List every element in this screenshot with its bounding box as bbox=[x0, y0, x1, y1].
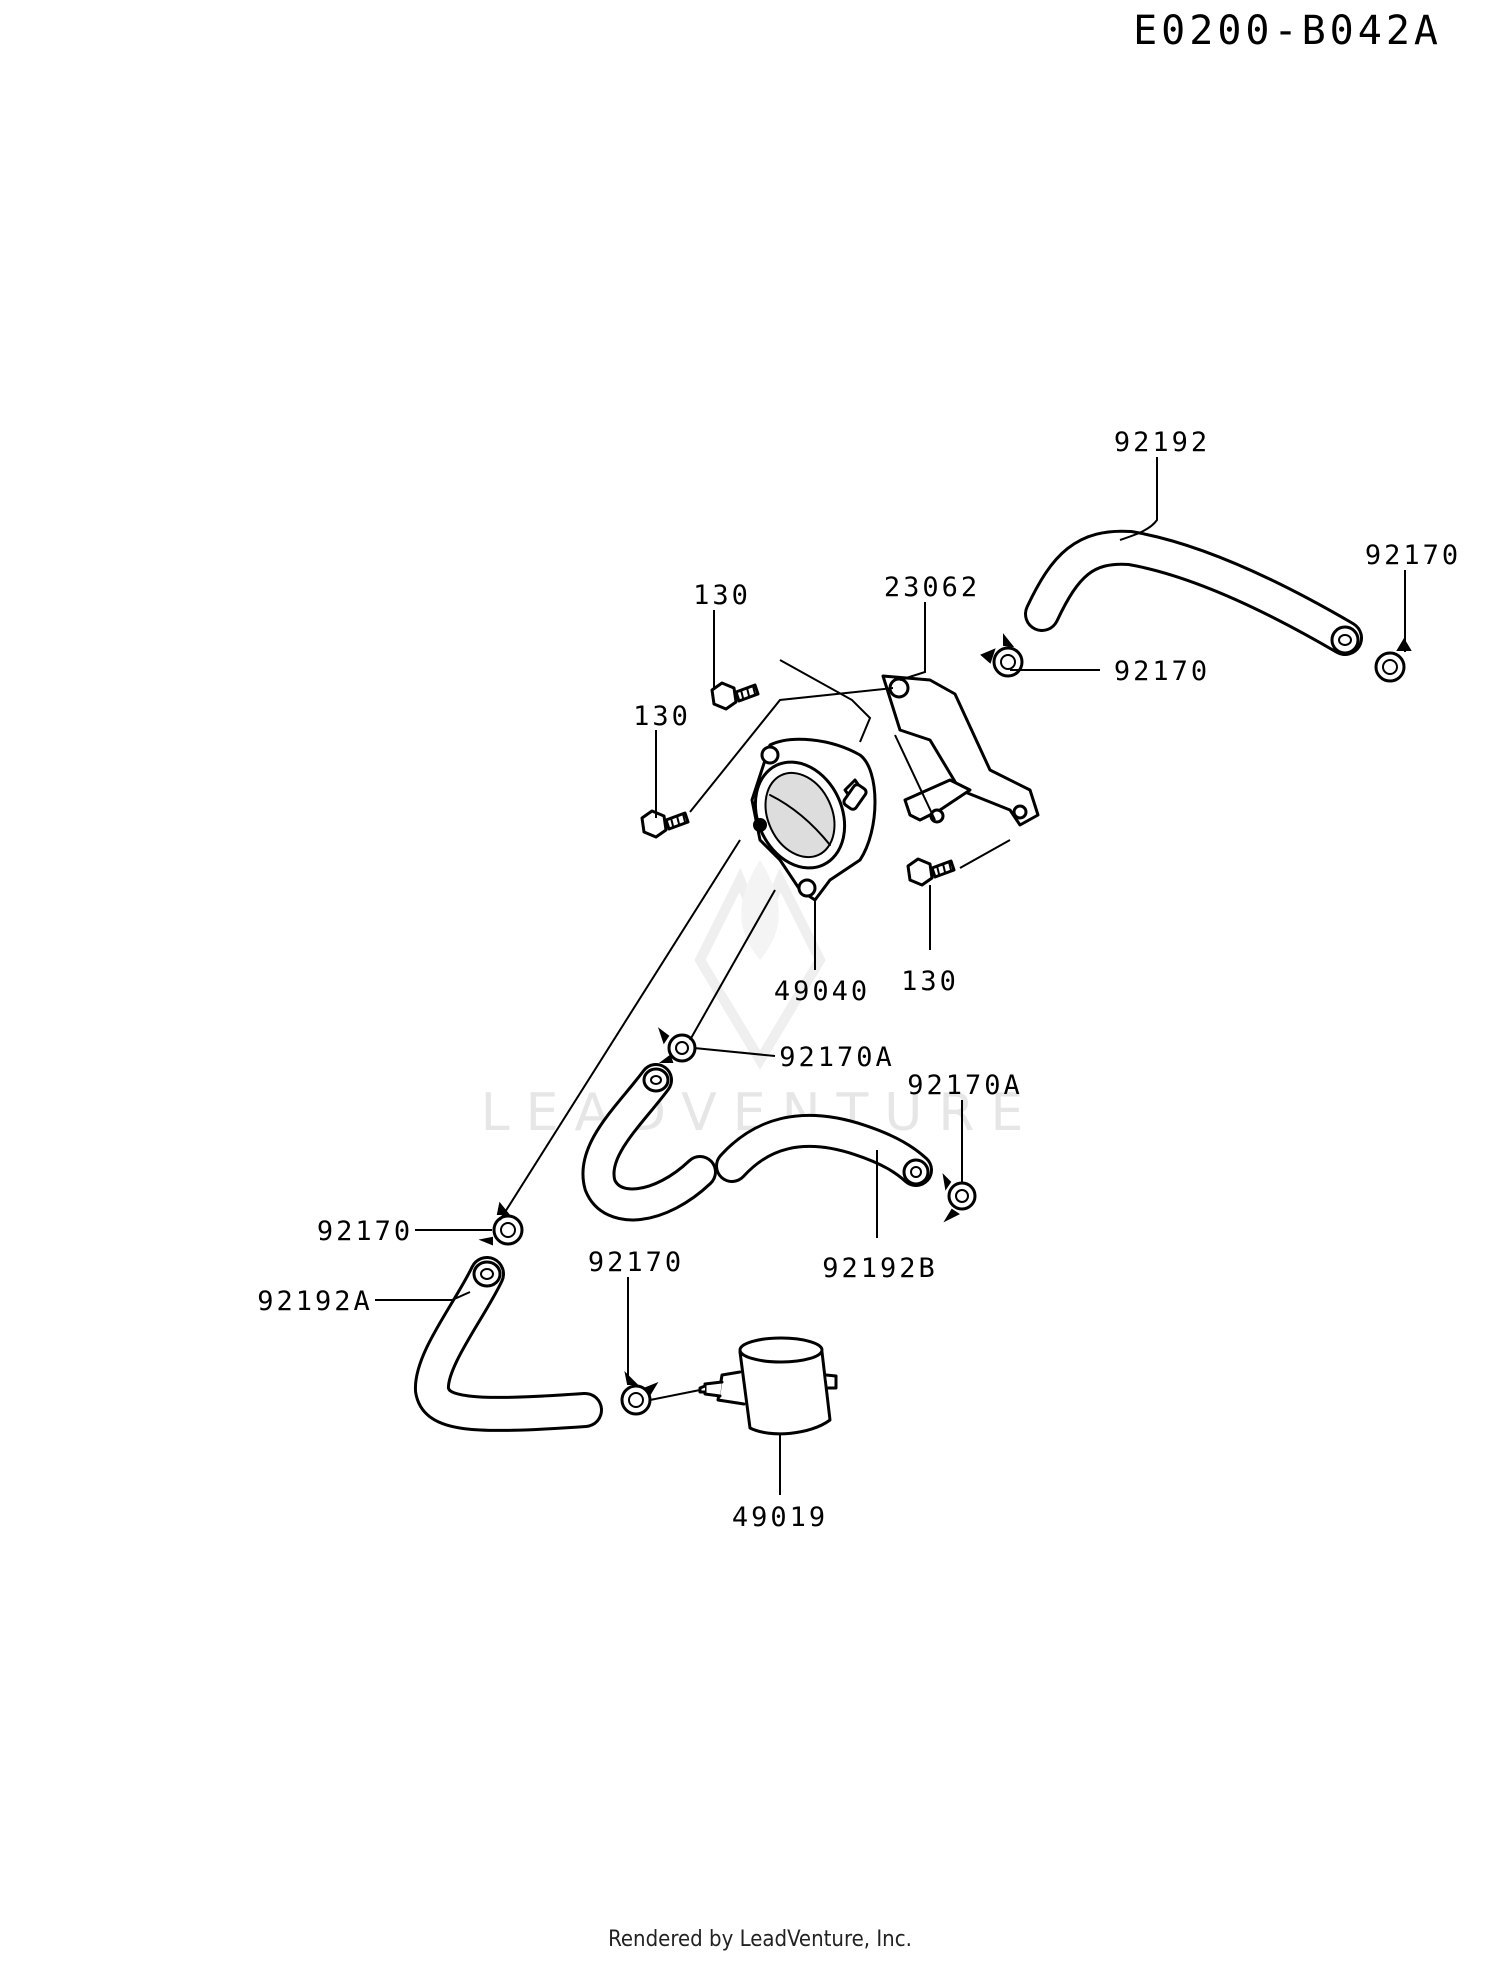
callout-92170a-left[interactable]: 92170A bbox=[779, 1042, 895, 1073]
callout-92192b[interactable]: 92192B bbox=[822, 1253, 938, 1284]
clamp-92170a-right-graphic bbox=[942, 1173, 977, 1223]
callout-92170a-right[interactable]: 92170A bbox=[907, 1070, 1023, 1101]
clamp-92170a-left-graphic bbox=[658, 1027, 697, 1063]
callout-92170-mid[interactable]: 92170 bbox=[1114, 656, 1210, 687]
fuel-pump-49040-graphic bbox=[750, 737, 877, 902]
bolt-130-top-graphic bbox=[710, 681, 760, 711]
callout-92170-filter[interactable]: 92170 bbox=[588, 1247, 684, 1278]
clamp-92170-right-graphic bbox=[1374, 638, 1412, 683]
callout-92192a[interactable]: 92192A bbox=[257, 1286, 373, 1317]
diagram-code: E0200-B042A bbox=[1133, 8, 1442, 54]
clamp-92170-lower-graphic bbox=[478, 1201, 524, 1246]
callout-130-top[interactable]: 130 bbox=[693, 580, 751, 611]
callout-49019[interactable]: 49019 bbox=[732, 1502, 828, 1533]
callout-labels: 92192 92170 23062 130 92170 130 49040 13… bbox=[257, 427, 1461, 1533]
hose-92192b-graphic bbox=[581, 1063, 933, 1222]
bolt-130-bottom-graphic bbox=[906, 857, 956, 887]
callout-23062[interactable]: 23062 bbox=[884, 572, 980, 603]
footer-credit: Rendered by LeadVenture, Inc. bbox=[608, 1927, 912, 1952]
callout-49040[interactable]: 49040 bbox=[774, 976, 870, 1007]
hose-92192a-graphic bbox=[414, 1256, 603, 1432]
bracket-23062-graphic bbox=[881, 674, 1040, 827]
leader-lines bbox=[375, 457, 1406, 1495]
callout-130-bottom[interactable]: 130 bbox=[901, 966, 959, 997]
hose-92192-graphic bbox=[1024, 529, 1363, 656]
fuel-filter-49019-graphic bbox=[698, 1336, 838, 1436]
bolt-130-left-graphic bbox=[640, 809, 690, 839]
callout-92170-lower[interactable]: 92170 bbox=[317, 1216, 413, 1247]
callout-130-left[interactable]: 130 bbox=[633, 701, 691, 732]
callout-92192[interactable]: 92192 bbox=[1114, 427, 1210, 458]
callout-92170-right[interactable]: 92170 bbox=[1365, 540, 1461, 571]
clamp-92170-filter-graphic bbox=[620, 1370, 659, 1416]
